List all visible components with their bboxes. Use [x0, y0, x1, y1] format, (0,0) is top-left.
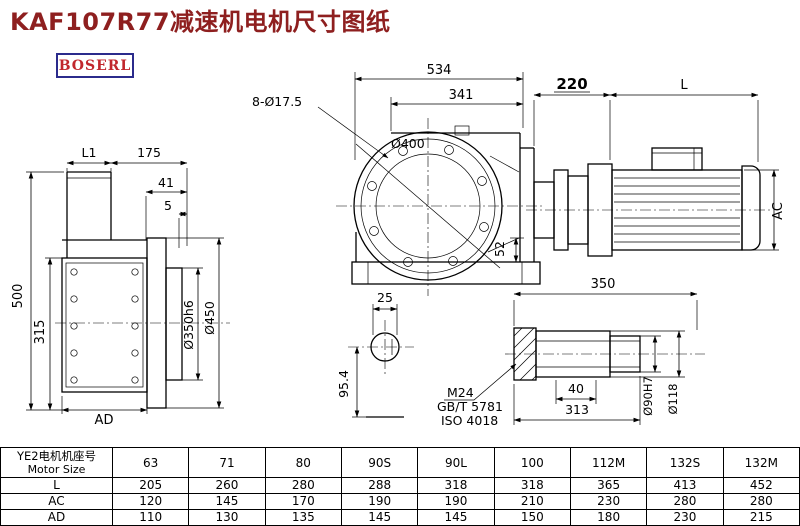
- table-cell: 150: [493, 509, 571, 526]
- row-label-l: L: [0, 477, 113, 494]
- label-m24: M24: [447, 385, 474, 400]
- table-cell: 318: [493, 477, 571, 494]
- dim-95-4: 95.4: [336, 370, 351, 398]
- front-view: 534 341 8-Ø17.5 Ø400 52: [252, 63, 545, 296]
- dim-flange-diameter: Ø400: [391, 136, 425, 151]
- dim-flange-outer-diameter: Ø450: [202, 301, 217, 335]
- dim-outer-diameter: Ø118: [666, 383, 680, 414]
- header-en-label: Motor Size: [27, 462, 86, 476]
- motor-size-table: YE2电机机座号 Motor Size 63 71 80 90S 90L 100…: [0, 447, 800, 526]
- table-cell: 145: [340, 509, 419, 526]
- dim-5: 5: [164, 198, 172, 213]
- table-cell: 280: [264, 477, 342, 494]
- column-header-63: 63: [111, 447, 190, 478]
- column-header-100: 100: [493, 447, 571, 478]
- label-iso-4018: ISO 4018: [441, 413, 498, 428]
- table-cell: 145: [417, 509, 495, 526]
- dim-350: 350: [591, 277, 616, 292]
- shaft-detail-view: 350 40 313 Ø90H7 Ø118: [505, 277, 705, 425]
- table-cell: 260: [188, 477, 266, 494]
- dim-175: 175: [137, 145, 161, 160]
- motor-view: 220 L AC: [526, 75, 786, 257]
- dim-313: 313: [565, 402, 589, 417]
- table-cell: 170: [264, 493, 342, 510]
- table-cell: 288: [340, 477, 419, 494]
- dim-315: 315: [33, 320, 48, 345]
- column-header-90l: 90L: [417, 447, 495, 478]
- dim-534: 534: [427, 63, 452, 78]
- brand-text: BOSERL: [58, 57, 132, 74]
- table-row-l: L 205 260 280 288 318 318 365 413 452: [0, 477, 800, 494]
- table-cell: 210: [493, 493, 571, 510]
- table-cell: 318: [417, 477, 495, 494]
- table-cell: 230: [569, 493, 648, 510]
- dim-220: 220: [556, 75, 587, 93]
- table-cell: 280: [722, 493, 800, 510]
- table-header-motor-size: YE2电机机座号 Motor Size: [0, 447, 113, 478]
- table-cell: 413: [646, 477, 724, 494]
- table-cell: 135: [264, 509, 342, 526]
- label-gbt-5781: GB/T 5781: [437, 399, 503, 414]
- table-cell: 110: [111, 509, 190, 526]
- dim-500: 500: [11, 284, 26, 309]
- column-header-90s: 90S: [340, 447, 419, 478]
- table-cell: 230: [646, 509, 724, 526]
- table-cell: 190: [417, 493, 495, 510]
- table-cell: 205: [111, 477, 190, 494]
- table-cell: 145: [188, 493, 266, 510]
- column-header-132m: 132M: [722, 447, 800, 478]
- dim-52: 52: [492, 241, 507, 257]
- table-row-ac: AC 120 145 170 190 190 210 230 280 280: [0, 493, 800, 510]
- dim-motor-diameter: AC: [771, 202, 786, 220]
- table-cell: 365: [569, 477, 648, 494]
- row-label-ad: AD: [0, 509, 113, 526]
- dim-bore-diameter: Ø90H7: [641, 376, 655, 416]
- header-cn-label: YE2电机机座号: [16, 448, 97, 463]
- table-cell: 215: [722, 509, 800, 526]
- dim-25: 25: [377, 290, 393, 305]
- column-header-80: 80: [264, 447, 342, 478]
- column-header-132s: 132S: [646, 447, 724, 478]
- table-cell: 280: [646, 493, 724, 510]
- dim-41: 41: [158, 175, 174, 190]
- brand-logo: BOSERL: [56, 53, 134, 78]
- row-label-ac: AC: [0, 493, 113, 510]
- dim-motor-length: L: [680, 78, 688, 93]
- table-cell: 190: [340, 493, 419, 510]
- dim-40: 40: [568, 381, 584, 396]
- column-header-112m: 112M: [569, 447, 648, 478]
- table-cell: 120: [111, 493, 190, 510]
- column-header-71: 71: [188, 447, 266, 478]
- table-cell: 452: [722, 477, 800, 494]
- technical-drawing: 534 341 8-Ø17.5 Ø400 52: [11, 63, 786, 428]
- table-cell: 180: [569, 509, 648, 526]
- page-title: KAF107R77减速机电机尺寸图纸: [10, 8, 391, 36]
- table-row-ad: AD 110 130 135 145 145 150 180 230 215: [0, 509, 800, 526]
- dim-pilot-diameter: Ø350h6: [181, 300, 196, 350]
- side-view: L1 175 41 5 500 315 AD: [11, 145, 230, 428]
- dim-bolt-holes: 8-Ø17.5: [252, 94, 302, 109]
- dim-l1: L1: [82, 145, 97, 160]
- table-cell: 130: [188, 509, 266, 526]
- dim-ad: AD: [95, 413, 114, 428]
- shaft-section-view: 25 95.4 M24 GB/T 5781 ISO 4018: [336, 290, 517, 428]
- dim-341: 341: [449, 88, 474, 103]
- table-header-row: YE2电机机座号 Motor Size 63 71 80 90S 90L 100…: [0, 447, 800, 478]
